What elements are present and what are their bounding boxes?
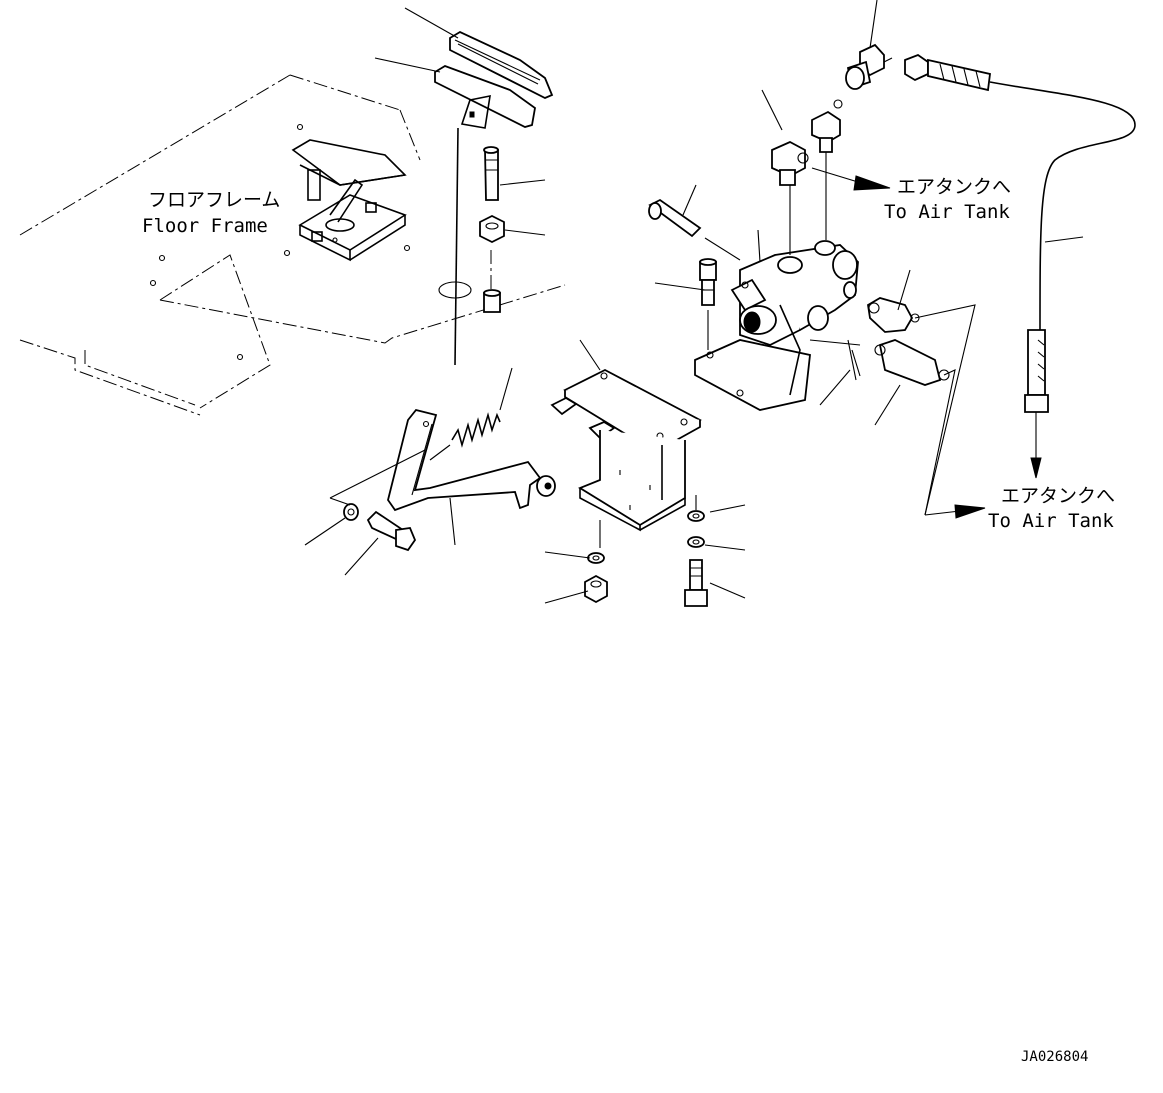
air-tank-lower-en: To Air Tank	[988, 510, 1114, 532]
upper-elbow-fittings	[771, 43, 893, 255]
floor-frame-jp: フロアフレーム	[148, 189, 280, 211]
leader-lines	[304, 0, 1084, 604]
air-hose	[904, 53, 1136, 479]
right-elbow-fittings	[867, 297, 950, 386]
air-lines	[809, 167, 986, 519]
pedal-pad	[434, 30, 554, 366]
air-tank-label-upper: エアタンクへ To Air Tank	[884, 176, 1011, 223]
left-washer-bolt	[329, 449, 426, 552]
floor-frame-label: フロアフレーム Floor Frame	[142, 189, 280, 237]
bracket-fasteners	[584, 495, 708, 607]
floor-frame-outline	[19, 74, 566, 416]
pedal-lever	[387, 408, 556, 512]
air-tank-label-lower: エアタンクへ To Air Tank	[988, 485, 1115, 532]
valve-bracket	[550, 368, 702, 532]
brake-valve	[694, 240, 859, 411]
air-tank-upper-en: To Air Tank	[884, 201, 1010, 223]
return-spring	[429, 412, 501, 461]
inset-pedal-assembly	[291, 139, 407, 262]
air-tank-lower-jp: エアタンクへ	[1001, 485, 1115, 507]
pedal-pin-stack	[479, 146, 505, 313]
floor-frame-en: Floor Frame	[142, 215, 268, 237]
drawing-code: JA026804	[1021, 1049, 1088, 1065]
valve-bolts	[648, 198, 741, 350]
air-tank-upper-jp: エアタンクへ	[897, 176, 1011, 198]
